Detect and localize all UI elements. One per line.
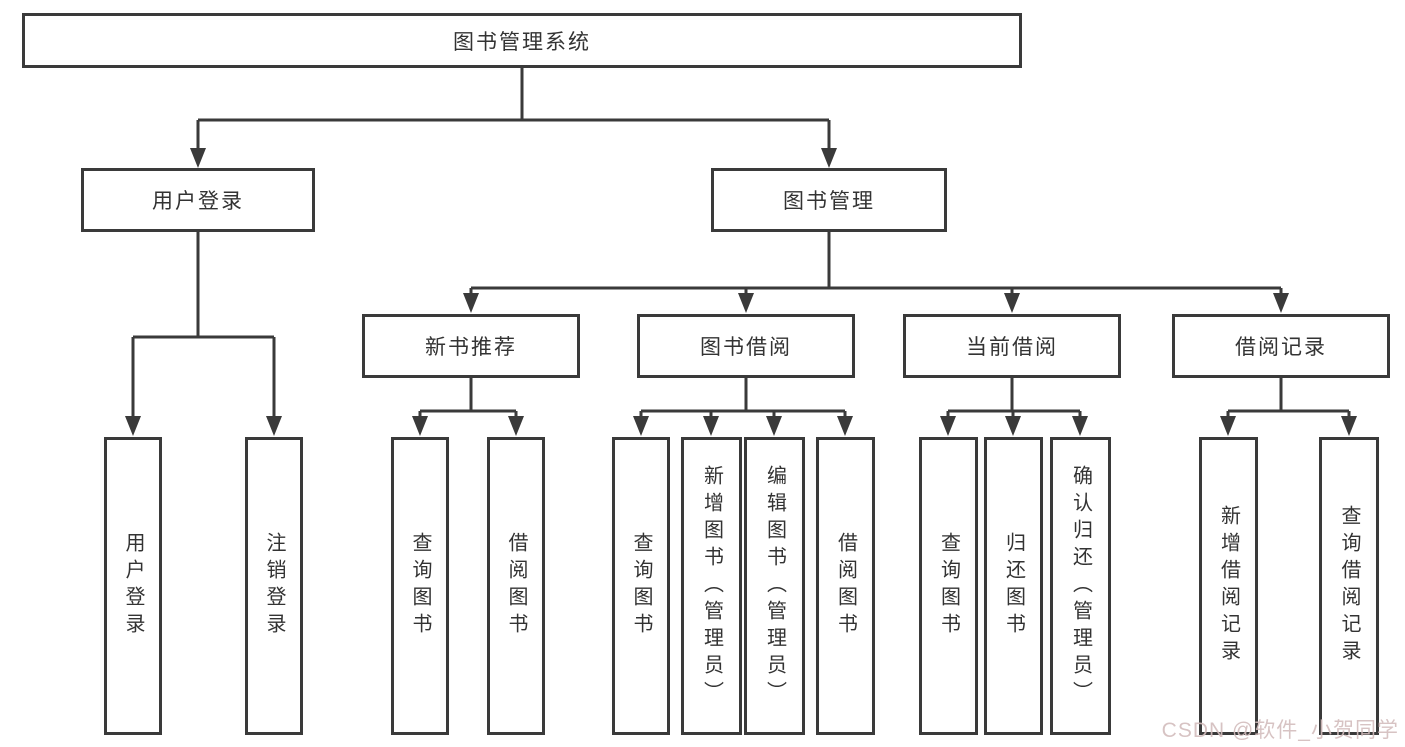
node-user-login: 用户登录 xyxy=(81,168,315,232)
leaf-logout: 注销登录 xyxy=(245,437,303,735)
node-book-management: 图书管理 xyxy=(711,168,947,232)
node-new-book-recommend: 新书推荐 xyxy=(362,314,580,378)
leaf-borrow-books: 借阅图书 xyxy=(816,437,875,735)
arrowheads xyxy=(125,148,1357,436)
leaf-user-login: 用户登录 xyxy=(104,437,162,735)
node-library-system: 图书管理系统 xyxy=(22,13,1022,68)
leaf-edit-book-admin: 编辑图书（管理员） xyxy=(744,437,805,735)
node-borrow-records: 借阅记录 xyxy=(1172,314,1390,378)
leaf-borrow-books-recommend: 借阅图书 xyxy=(487,437,545,735)
node-current-borrow: 当前借阅 xyxy=(903,314,1121,378)
leaf-query-borrow-record: 查询借阅记录 xyxy=(1319,437,1379,735)
leaf-confirm-return-admin: 确认归还（管理员） xyxy=(1050,437,1111,735)
leaf-add-borrow-record: 新增借阅记录 xyxy=(1199,437,1258,735)
leaf-query-books-borrow: 查询图书 xyxy=(612,437,670,735)
leaf-query-books-current: 查询图书 xyxy=(919,437,978,735)
leaf-add-book-admin: 新增图书（管理员） xyxy=(681,437,742,735)
leaf-query-books-recommend: 查询图书 xyxy=(391,437,449,735)
csdn-watermark: CSDN @软件_小贺同学 xyxy=(1161,719,1399,742)
leaf-return-books: 归还图书 xyxy=(984,437,1043,735)
node-book-borrow: 图书借阅 xyxy=(637,314,855,378)
